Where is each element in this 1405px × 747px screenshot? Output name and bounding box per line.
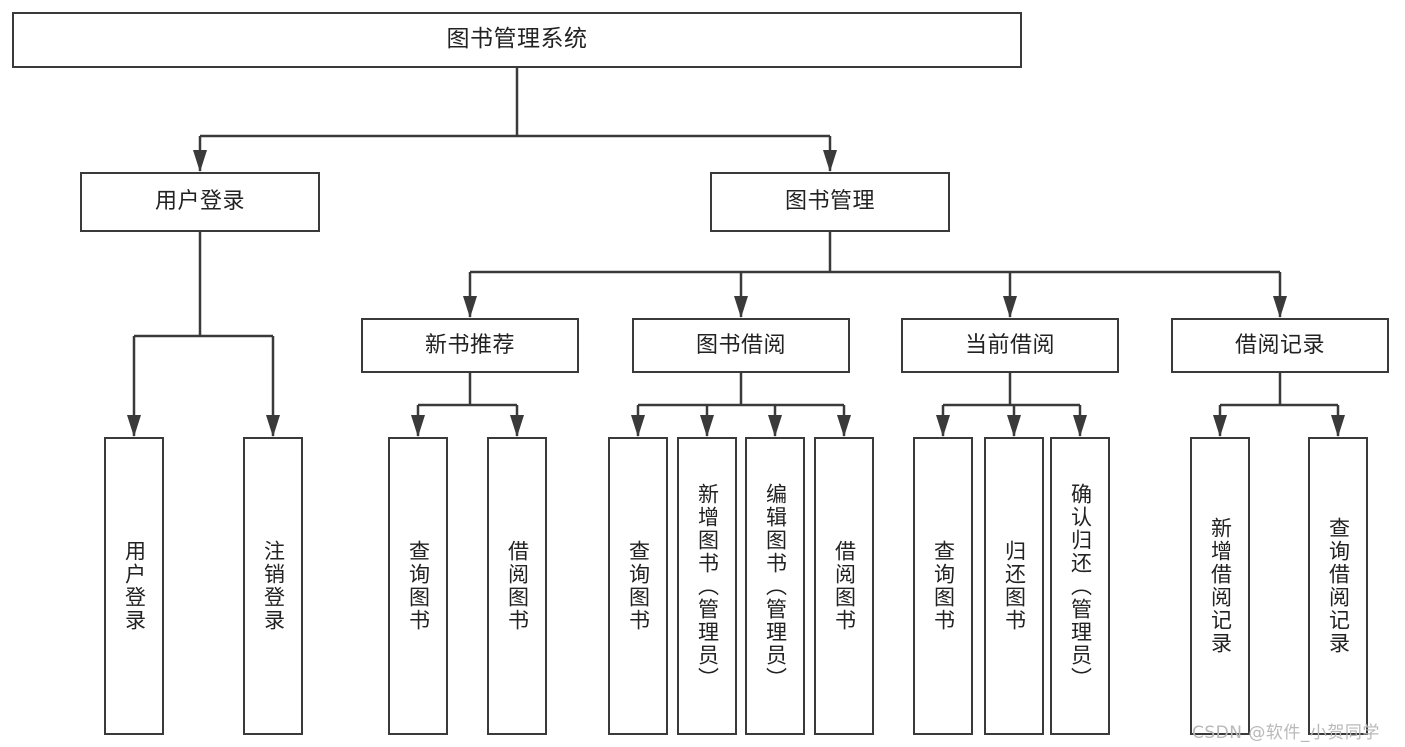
arrowhead-leaf-bb-edit — [768, 415, 782, 437]
arrowhead-leaf-cb-return — [1007, 415, 1021, 437]
node-current-borrow[interactable]: 当前借阅 — [901, 318, 1119, 373]
node-label-user-login: 用户登录 — [154, 189, 245, 215]
node-root[interactable]: 图书管理系统 — [12, 12, 1022, 68]
arrowhead-user-login — [193, 150, 207, 172]
node-label-leaf-user-logout: 注销登录 — [261, 540, 286, 632]
node-leaf-rec-borrow[interactable]: 借阅图书 — [487, 437, 547, 735]
node-label-leaf-bb-edit: 编辑图书（管理员） — [763, 482, 788, 690]
node-label-leaf-rec-query: 查询图书 — [406, 540, 431, 632]
arrowhead-leaf-user-login — [127, 415, 141, 437]
arrowhead-leaf-br-add — [1213, 415, 1227, 437]
node-leaf-bb-edit[interactable]: 编辑图书（管理员） — [745, 437, 805, 735]
arrowhead-leaf-bb-borrow — [837, 415, 851, 437]
node-leaf-bb-query[interactable]: 查询图书 — [608, 437, 668, 735]
arrowhead-leaf-bb-query — [631, 415, 645, 437]
node-leaf-user-login[interactable]: 用户登录 — [104, 437, 164, 735]
node-label-leaf-br-query: 查询借阅记录 — [1326, 517, 1351, 655]
node-label-leaf-bb-query: 查询图书 — [626, 540, 651, 632]
arrowhead-borrow-record — [1273, 296, 1287, 318]
node-label-leaf-cb-confirm: 确认归还（管理员） — [1068, 482, 1093, 690]
node-label-leaf-cb-return: 归还图书 — [1002, 540, 1027, 632]
arrowhead-new-book-rec — [463, 296, 477, 318]
node-label-book-manage: 图书管理 — [784, 189, 875, 215]
node-leaf-cb-confirm[interactable]: 确认归还（管理员） — [1050, 437, 1110, 735]
node-book-borrow[interactable]: 图书借阅 — [632, 318, 850, 373]
node-label-leaf-user-login: 用户登录 — [122, 540, 147, 632]
arrowhead-leaf-cb-confirm — [1073, 415, 1087, 437]
arrowhead-leaf-user-logout — [266, 415, 280, 437]
node-leaf-cb-return[interactable]: 归还图书 — [984, 437, 1044, 735]
node-label-current-borrow: 当前借阅 — [964, 332, 1055, 358]
node-label-root: 图书管理系统 — [446, 26, 588, 53]
arrowhead-leaf-bb-add — [700, 415, 714, 437]
arrowhead-book-manage — [823, 150, 837, 172]
node-label-leaf-bb-add: 新增图书（管理员） — [695, 482, 720, 690]
node-label-leaf-cb-query: 查询图书 — [931, 540, 956, 632]
arrowhead-book-borrow — [734, 296, 748, 318]
node-borrow-record[interactable]: 借阅记录 — [1171, 318, 1389, 373]
node-leaf-cb-query[interactable]: 查询图书 — [913, 437, 973, 735]
arrowhead-leaf-cb-query — [936, 415, 950, 437]
node-leaf-user-logout[interactable]: 注销登录 — [243, 437, 303, 735]
node-user-login[interactable]: 用户登录 — [80, 172, 320, 232]
node-label-new-book-rec: 新书推荐 — [424, 332, 515, 358]
node-label-borrow-record: 借阅记录 — [1234, 332, 1325, 358]
arrowhead-current-borrow — [1003, 296, 1017, 318]
node-leaf-bb-borrow[interactable]: 借阅图书 — [814, 437, 874, 735]
arrowhead-leaf-br-query — [1331, 415, 1345, 437]
node-label-leaf-br-add: 新增借阅记录 — [1208, 517, 1233, 655]
node-label-leaf-bb-borrow: 借阅图书 — [832, 540, 857, 632]
node-label-book-borrow: 图书借阅 — [695, 332, 786, 358]
node-book-manage[interactable]: 图书管理 — [710, 172, 950, 232]
node-label-leaf-rec-borrow: 借阅图书 — [505, 540, 530, 632]
arrowhead-leaf-rec-borrow — [510, 415, 524, 437]
node-new-book-rec[interactable]: 新书推荐 — [361, 318, 579, 373]
node-leaf-br-query[interactable]: 查询借阅记录 — [1308, 437, 1368, 735]
node-leaf-bb-add[interactable]: 新增图书（管理员） — [677, 437, 737, 735]
node-leaf-rec-query[interactable]: 查询图书 — [388, 437, 448, 735]
node-leaf-br-add[interactable]: 新增借阅记录 — [1190, 437, 1250, 735]
arrowhead-leaf-rec-query — [411, 415, 425, 437]
watermark-text: CSDN @软件_小贺同学 — [1192, 723, 1380, 743]
